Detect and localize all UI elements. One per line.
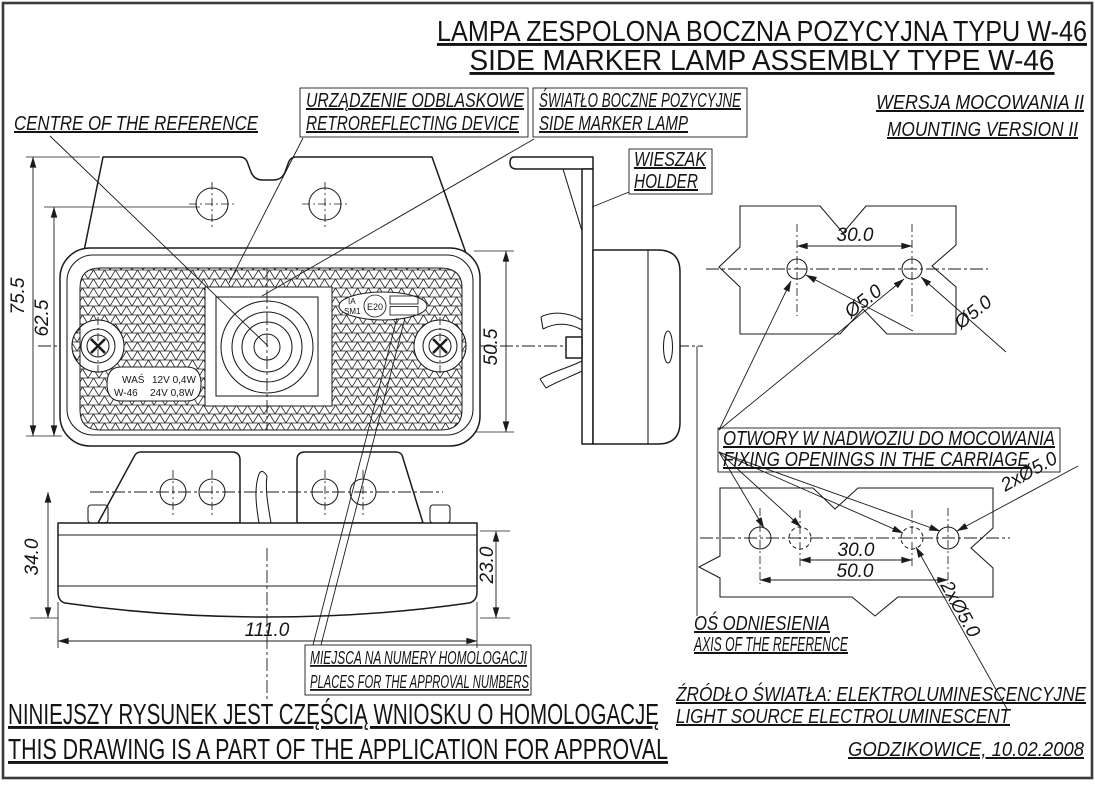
side-view bbox=[509, 156, 681, 445]
rear-bracket-left bbox=[97, 451, 241, 524]
holder-flange bbox=[509, 156, 594, 170]
statement-polish: NINIEJSZY RYSUNEK JEST CZĘŚCIĄ WNIOSKU O… bbox=[8, 697, 659, 731]
label-side-lamp-pl: ŚWIATŁO BOCZNE POZYCYJNE bbox=[539, 88, 741, 112]
label-fixing-openings-en: FIXING OPENINGS IN THE CARRIAGE bbox=[723, 449, 1030, 471]
brand-text: WAŚ bbox=[122, 373, 145, 386]
holder-gusset bbox=[562, 168, 583, 232]
rear-view: 34.0 23.0 111.0 bbox=[22, 451, 510, 700]
label-axis-en: AXIS OF THE REFERENCE bbox=[693, 634, 848, 656]
label-fixing-openings-pl: OTWORY W NADWOZIU DO MOCOWANIA bbox=[723, 428, 1055, 450]
wire-connector bbox=[565, 336, 583, 359]
label-holder-en: HOLDER bbox=[634, 171, 698, 193]
label-box-retroreflector bbox=[299, 87, 529, 138]
side-lamp-body bbox=[592, 249, 681, 445]
dim-50-5: 50.5 bbox=[481, 328, 502, 365]
power-12v-text: 12V 0,4W bbox=[152, 375, 196, 386]
front-bracket bbox=[82, 156, 468, 257]
label-box-holder bbox=[628, 148, 713, 195]
label-side-lamp-en: SIDE MARKER LAMP bbox=[539, 113, 688, 135]
statement-english: THIS DRAWING IS A PART OF THE APPLICATIO… bbox=[8, 734, 668, 766]
label-retroreflector-en: RETROREFLECTING DEVICE bbox=[306, 113, 520, 135]
power-24v-text: 24V 0,8W bbox=[150, 388, 194, 399]
rating-plate: WAŚ W-46 12V 0,4W 24V 0,8W bbox=[114, 373, 196, 399]
approval-marking: IA SM1 E20 bbox=[344, 294, 419, 318]
lamp-category-text: SM1 bbox=[344, 307, 361, 316]
wire-lower bbox=[539, 360, 583, 389]
label-holder-pl: WIESZAK bbox=[634, 149, 707, 171]
rear-body bbox=[57, 522, 478, 618]
title-block: LAMPA ZESPOLONA BOCZNA POZYCYJNA TYPU W-… bbox=[437, 16, 1087, 77]
label-light-source-pl: ŹRÓDŁO ŚWIATŁA: ELEKTROLUMINESCENCYJNE bbox=[675, 682, 1086, 706]
dim-50-0: 50.0 bbox=[837, 561, 874, 582]
title-english: SIDE MARKER LAMP ASSEMBLY TYPE W-46 bbox=[470, 45, 1055, 77]
lamp-lens-contour bbox=[66, 254, 474, 436]
dim-62-5: 62.5 bbox=[32, 299, 53, 336]
label-mounting-version-pl: WERSJA MOCOWANIA II bbox=[876, 92, 1084, 114]
screw-left bbox=[71, 317, 125, 375]
retro-class-text: IA bbox=[348, 297, 356, 306]
e-mark-text: E20 bbox=[367, 302, 383, 312]
approval-number-slot-1 bbox=[389, 295, 419, 305]
callout-labels: CENTRE OF THE REFERENCE URZĄDZENIE ODBLA… bbox=[14, 87, 1087, 761]
label-mounting-version-en: MOUNTING VERSION II bbox=[887, 119, 1078, 141]
label-approval-places-pl: MIEJSCA NA NUMERY HOMOLOGACJI bbox=[310, 648, 527, 668]
wire-upper bbox=[540, 312, 583, 331]
rear-bracket-right bbox=[296, 451, 424, 524]
label-axis-pl: OŚ ODNIESIENIA bbox=[694, 611, 830, 635]
label-approval-places-en: PLACES FOR THE APPROVAL NUMBERS bbox=[310, 672, 529, 692]
title-polish: LAMPA ZESPOLONA BOCZNA POZYCYJNA TYPU W-… bbox=[437, 16, 1087, 48]
label-light-source-en: LIGHT SOURCE ELECTROLUMINESCENT bbox=[676, 706, 1012, 728]
dim-34-0: 34.0 bbox=[22, 538, 43, 575]
dim-30-0-bottom: 30.0 bbox=[838, 540, 875, 561]
cable bbox=[255, 470, 272, 524]
leader-lines bbox=[49, 135, 941, 646]
holder-plate bbox=[581, 168, 594, 445]
screw-right bbox=[413, 317, 467, 375]
dim-75-5: 75.5 bbox=[8, 277, 29, 314]
label-box-side-lamp bbox=[532, 87, 748, 138]
panel-bottom-outline bbox=[697, 487, 994, 617]
dim-30-0-top: 30.0 bbox=[837, 225, 874, 246]
label-place-date: GODZIKOWICE, 10.02.2008 bbox=[848, 739, 1084, 761]
dim-23-0: 23.0 bbox=[477, 546, 498, 584]
e-mark-circle bbox=[363, 294, 387, 318]
approval-number-slot-2 bbox=[389, 306, 419, 316]
label-centre-reference: CENTRE OF THE REFERENCE bbox=[14, 113, 259, 135]
dim-111-0: 111.0 bbox=[245, 620, 290, 641]
label-box-approval-places bbox=[304, 644, 532, 696]
statement-block: NINIEJSZY RYSUNEK JEST CZĘŚCIĄ WNIOSKU O… bbox=[8, 697, 668, 766]
label-box-fixing-openings bbox=[717, 427, 1061, 473]
panel-top-outline bbox=[718, 205, 957, 335]
side-lens-bump bbox=[662, 330, 674, 364]
front-view: WAŚ W-46 12V 0,4W 24V 0,8W IA SM1 E20 75… bbox=[8, 156, 514, 447]
model-text: W-46 bbox=[114, 388, 138, 399]
label-retroreflector-pl: URZĄDZENIE ODBLASKOWE bbox=[306, 90, 525, 112]
